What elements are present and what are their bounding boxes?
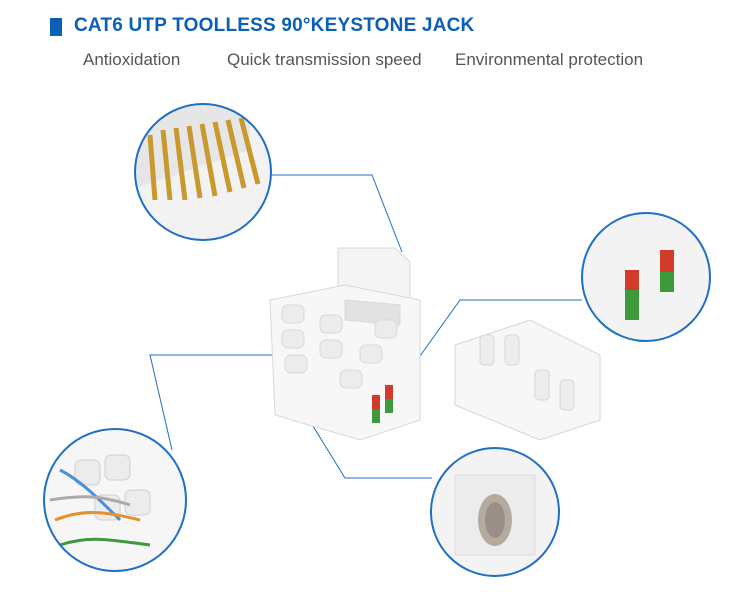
detail-circle-bottom (430, 447, 560, 577)
feature-transmission-speed: Quick transmission speed (227, 50, 422, 69)
keystone-jack (269, 247, 421, 441)
feature-environmental-protection: Environmental protection (455, 50, 644, 69)
feature-antioxidation: Antioxidation (83, 50, 181, 69)
jack-cover (454, 319, 601, 441)
detail-circle-color-code (581, 212, 711, 342)
detail-color-code (582, 213, 710, 341)
detail-bottom-hole (431, 448, 559, 576)
title-accent-bar (50, 18, 62, 36)
page-title: CAT6 UTP TOOLLESS 90°KEYSTONE JACK (74, 15, 475, 36)
detail-wired-jack (44, 429, 186, 571)
leader-lines (149, 174, 582, 479)
detail-circle-wiring (43, 428, 187, 572)
detail-circle-contacts (134, 103, 272, 241)
detail-gold-contacts (135, 104, 271, 240)
